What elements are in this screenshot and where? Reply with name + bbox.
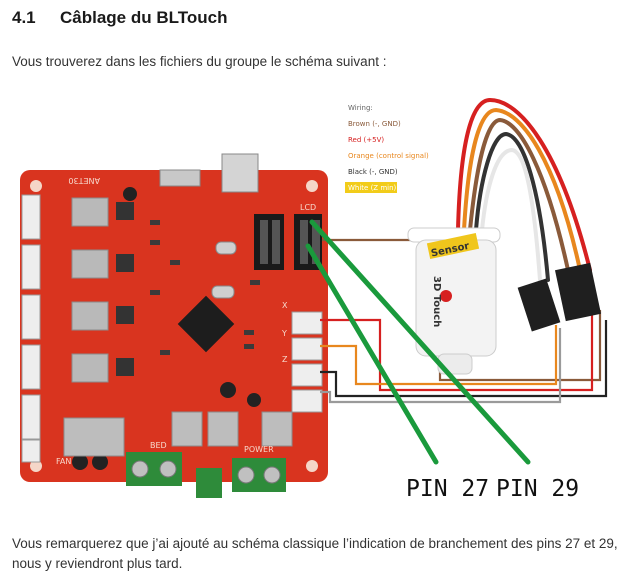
smd-components [150,220,260,355]
sd-card-slot [159,169,201,187]
sensor-wiring [320,238,608,404]
usb-connector [221,153,259,193]
section-number: 4.1 [12,8,36,27]
wiring-legend: Wiring: Brown (-, GND) Red (+5V) Orange … [345,104,429,193]
bed-label: BED [150,441,167,450]
pin-27-label: PIN 27 [406,476,489,502]
dupont-connector-2 [517,278,561,332]
endstop-y-label: Y [281,329,287,338]
outro-paragraph: Vous remarquerez que j’ai ajouté au sché… [12,536,618,571]
dupont-connector-1 [554,262,602,322]
sensor-logo [440,290,452,302]
pin-27-line [305,243,439,465]
sensor-brand: 3D Touch [431,276,442,327]
legend-orange: Orange (control signal) [348,152,429,160]
pin-indicator-lines [305,219,531,465]
legend-black: Black (-, GND) [348,168,398,176]
section-title: Câblage du BLTouch [60,8,228,27]
legend-title: Wiring: [348,104,373,112]
endstop-connectors: X Y Z [281,301,323,413]
terminal-blocks: BED POWER FAN [56,441,286,498]
capacitors [72,187,261,470]
legend-brown: Brown (-, GND) [348,120,401,128]
wiring-diagram-figure: ANET30 [0,90,636,510]
legend-red: Red (+5V) [348,136,384,144]
mosfet-heatsinks [63,411,293,457]
left-connectors [21,194,41,463]
endstop-z-label: Z [282,355,288,364]
board-model-label: ANET30 [68,176,100,185]
section-heading: 4.1 Câblage du BLTouch [12,8,227,28]
lcd-label: LCD [300,203,316,212]
pin-29-line [309,219,531,465]
fan-label: FAN [56,457,71,466]
wiring-diagram: ANET30 [20,97,608,502]
pin-29-label: PIN 29 [496,476,579,502]
endstop-x-label: X [282,301,288,310]
intro-paragraph: Vous trouverez dans les fichiers du grou… [12,54,387,69]
controller-board: ANET30 [20,153,328,498]
legend-white: White (Z min) [348,184,397,192]
bltouch-sensor: Sensor 3D Touch [407,227,501,375]
stepper-drivers [71,197,134,383]
legend-white-highlight [345,182,397,193]
power-label: POWER [244,445,274,454]
sensor-cable [456,97,592,282]
